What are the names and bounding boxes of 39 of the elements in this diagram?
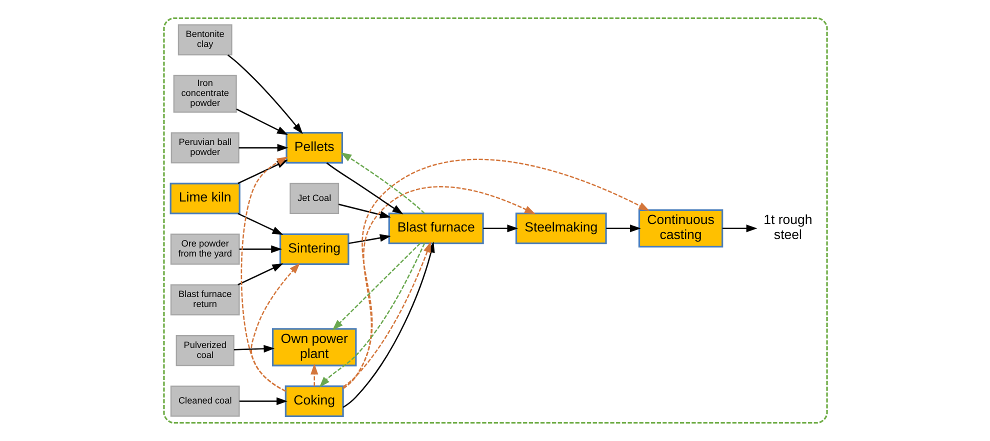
arrow: [342, 242, 430, 388]
arrow: [606, 224, 640, 232]
arrow: [722, 224, 757, 232]
node-box: Steelmaking: [514, 212, 606, 244]
node-box: Coking: [284, 385, 344, 417]
arrow: [238, 144, 288, 152]
arrow: [482, 224, 518, 232]
arrow: [310, 364, 318, 386]
node-box: Pulverized coal: [175, 334, 234, 366]
arrow: [238, 397, 288, 406]
arrow: [226, 54, 302, 134]
node-box: Pellets: [285, 132, 343, 164]
arrow: [237, 212, 283, 235]
arrow: [342, 186, 536, 389]
node-box: Lime kiln: [169, 182, 240, 214]
arrow: [238, 245, 282, 254]
arrow: [342, 158, 650, 389]
node-box: Cleaned coal: [170, 386, 240, 417]
node-box: Peruvian ball powder: [170, 132, 239, 164]
arrow: [237, 263, 283, 286]
node-box: Blast furnace: [388, 212, 484, 244]
node-box: Sintering: [278, 233, 349, 265]
node-box: Own power plant: [272, 328, 356, 366]
node-box: Jet Coal: [289, 182, 339, 214]
node-box: Iron concentrate powder: [172, 74, 236, 113]
node-text: 1t rough steel: [763, 212, 812, 242]
arrow: [340, 152, 424, 214]
arrow: [236, 108, 288, 135]
arrow: [326, 162, 403, 214]
arrow: [233, 344, 274, 353]
node-box: Bentonite clay: [177, 24, 232, 56]
arrow: [348, 234, 390, 244]
node-box: Continuous casting: [638, 209, 723, 248]
arrow: [332, 243, 420, 330]
cluster: [162, 17, 828, 424]
arrow: [318, 243, 425, 388]
node-box: Ore powder from the yard: [170, 234, 240, 265]
node-box: Blast furnace return: [170, 284, 240, 316]
arrow: [338, 204, 390, 218]
